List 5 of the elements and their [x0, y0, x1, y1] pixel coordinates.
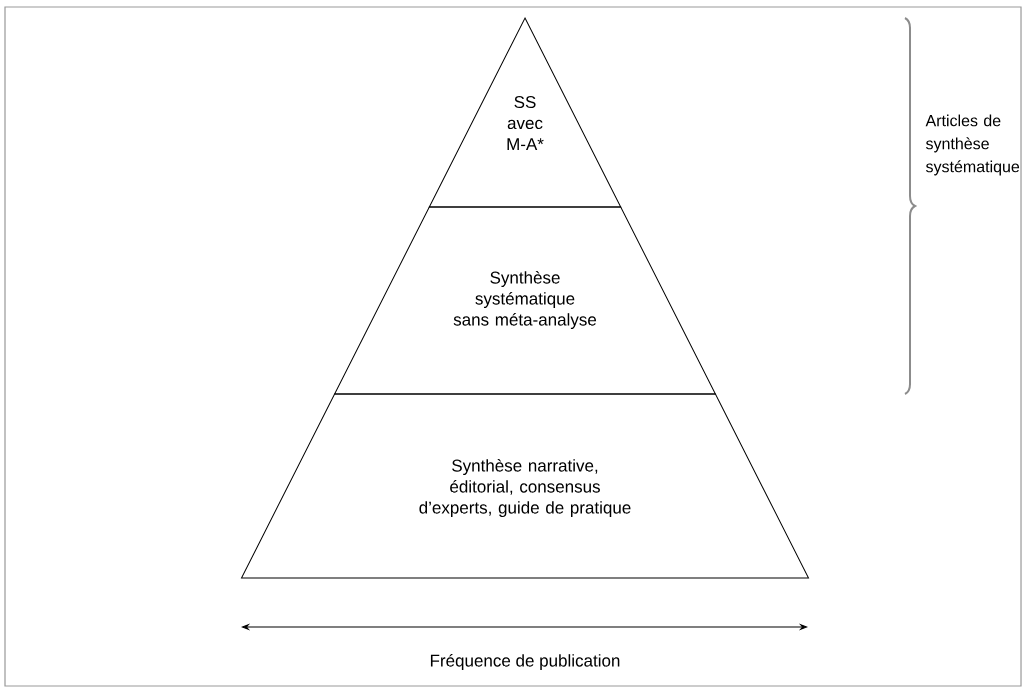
side-label: Articles de synthèse systématique — [925, 114, 1020, 176]
pyramid-tier: Synthèse systématique sans méta-analyse — [334, 206, 716, 395]
axis-label: Fréquence de publication — [430, 654, 620, 670]
pyramid-tier: SS avec M-A* — [428, 17, 622, 208]
pyramid-tier: Synthèse narrative, éditorial, consensus d’experts, guide de pratique — [241, 393, 809, 579]
